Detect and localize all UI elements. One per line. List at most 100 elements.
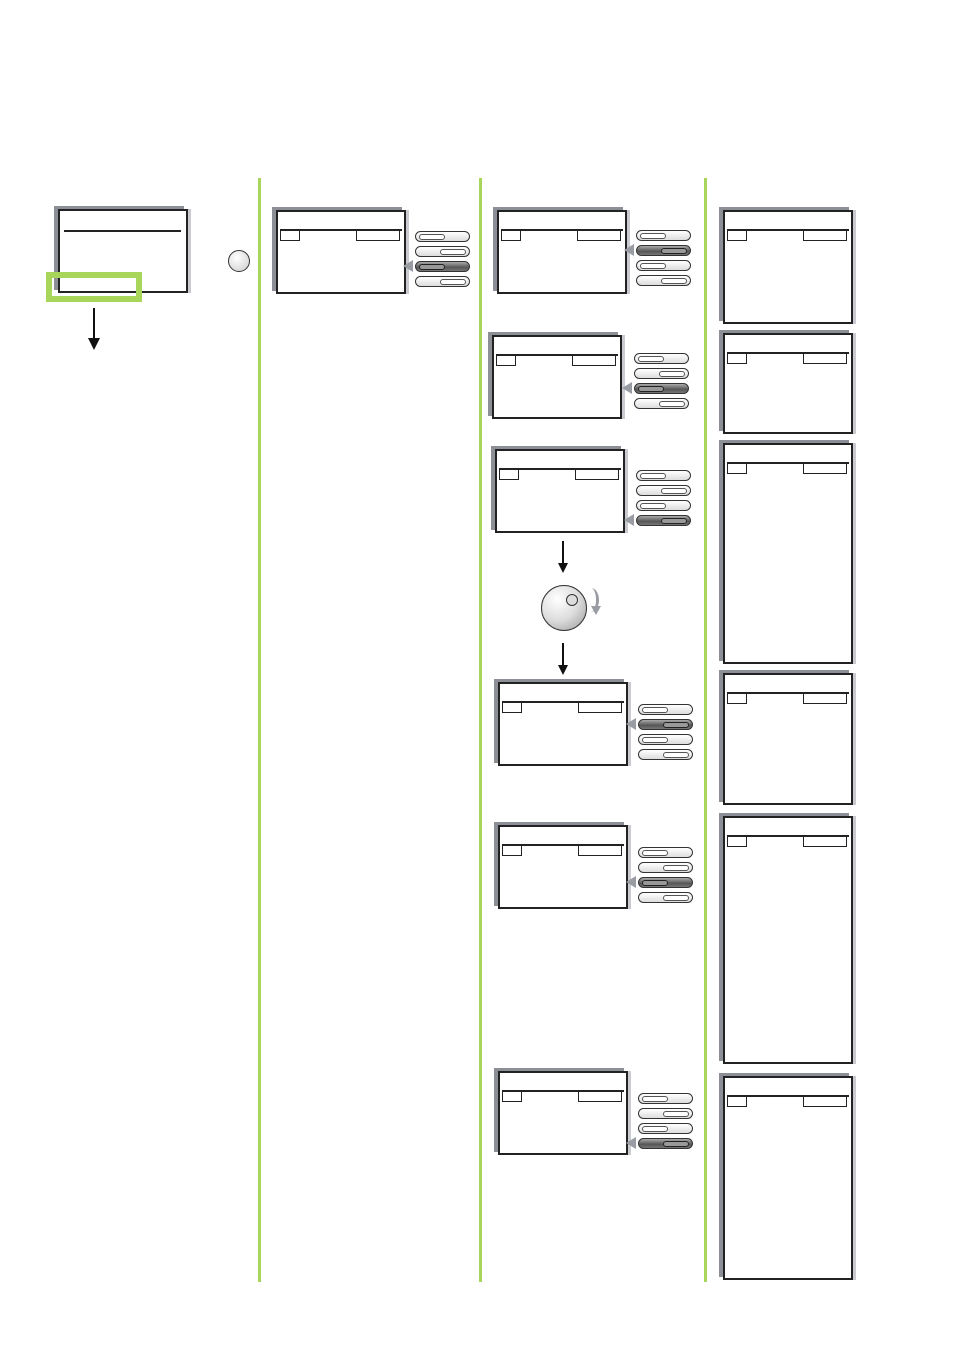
header-left-box: [502, 701, 522, 713]
rotate-arrow-icon: [583, 588, 599, 612]
soft-key-button[interactable]: [634, 368, 689, 379]
selection-pointer-icon: [624, 244, 634, 256]
menu-screen: [495, 449, 625, 533]
header-line: [502, 701, 624, 703]
button-highlight: [659, 401, 685, 407]
header-right-box: [803, 352, 847, 364]
button-highlight: [440, 249, 466, 255]
soft-key-button[interactable]: [638, 749, 693, 760]
menu-screen: [497, 210, 627, 294]
soft-key-button[interactable]: [636, 515, 691, 526]
header-left-box: [727, 692, 747, 704]
column-divider: [258, 178, 261, 1282]
header-right-box: [572, 354, 616, 366]
soft-key-button[interactable]: [636, 230, 691, 241]
header-line: [727, 692, 849, 694]
highlight-box: [46, 272, 142, 302]
header-line: [727, 352, 849, 354]
header-line: [727, 1095, 849, 1097]
result-screen: [723, 816, 853, 1064]
soft-key-button[interactable]: [638, 734, 693, 745]
header-line: [502, 844, 624, 846]
result-screen: [723, 210, 853, 324]
soft-key-button[interactable]: [636, 275, 691, 286]
menu-screen: [492, 335, 622, 419]
button-highlight: [663, 1111, 689, 1117]
selection-pointer-icon: [403, 260, 413, 272]
soft-key-button[interactable]: [415, 246, 470, 257]
button-highlight: [640, 503, 666, 509]
header-right-box: [803, 462, 847, 474]
soft-key-button[interactable]: [634, 398, 689, 409]
header-left-box: [502, 1090, 522, 1102]
knob-indicator: [566, 594, 578, 606]
header-right-box: [803, 229, 847, 241]
button-highlight: [640, 263, 666, 269]
header-right-box: [356, 229, 400, 241]
header-left-box: [727, 229, 747, 241]
header-right-box: [578, 844, 622, 856]
header-line: [727, 229, 849, 231]
overview-header-line: [64, 230, 181, 232]
button-highlight: [663, 895, 689, 901]
button-highlight: [661, 248, 687, 254]
soft-key-button[interactable]: [415, 276, 470, 287]
button-highlight: [638, 386, 664, 392]
soft-key-button[interactable]: [638, 877, 693, 888]
column-divider: [479, 178, 482, 1282]
soft-key-button[interactable]: [634, 353, 689, 364]
button-highlight: [640, 473, 666, 479]
menu-screen: [276, 210, 406, 294]
button-highlight: [642, 880, 668, 886]
button-highlight: [642, 1126, 668, 1132]
soft-key-button[interactable]: [636, 485, 691, 496]
down-arrow-icon: [558, 643, 568, 675]
soft-key-button[interactable]: [638, 847, 693, 858]
button-highlight: [663, 1141, 689, 1147]
result-screen: [723, 673, 853, 805]
header-left-box: [501, 229, 521, 241]
overview-screen: [58, 209, 188, 293]
soft-key-button[interactable]: [636, 260, 691, 271]
header-left-box: [496, 354, 516, 366]
soft-key-button[interactable]: [636, 470, 691, 481]
rotary-knob-icon[interactable]: [541, 585, 587, 631]
soft-key-button[interactable]: [638, 1108, 693, 1119]
header-left-box: [280, 229, 300, 241]
header-line: [501, 229, 623, 231]
button-highlight: [661, 278, 687, 284]
button-highlight: [661, 488, 687, 494]
result-screen: [723, 1076, 853, 1280]
button-highlight: [638, 356, 664, 362]
header-right-box: [803, 1095, 847, 1107]
button-highlight: [642, 850, 668, 856]
selection-pointer-icon: [624, 514, 634, 526]
selection-pointer-icon: [622, 382, 632, 394]
rotate-arrowhead-icon: [591, 606, 601, 615]
header-left-box: [727, 835, 747, 847]
soft-key-button[interactable]: [415, 231, 470, 242]
soft-key-button[interactable]: [634, 383, 689, 394]
button-highlight: [642, 737, 668, 743]
button-highlight: [419, 234, 445, 240]
soft-key-button[interactable]: [638, 719, 693, 730]
soft-key-button[interactable]: [638, 1093, 693, 1104]
button-highlight: [642, 1096, 668, 1102]
soft-key-button[interactable]: [638, 892, 693, 903]
button-highlight: [661, 518, 687, 524]
soft-key-button[interactable]: [415, 261, 470, 272]
header-left-box: [727, 462, 747, 474]
soft-key-button[interactable]: [636, 500, 691, 511]
column-divider: [704, 178, 707, 1282]
soft-key-button[interactable]: [638, 704, 693, 715]
button-highlight: [440, 279, 466, 285]
selection-pointer-icon: [626, 876, 636, 888]
header-line: [727, 462, 849, 464]
result-screen: [723, 333, 853, 434]
soft-key-button[interactable]: [638, 1123, 693, 1134]
button-highlight: [663, 722, 689, 728]
selection-pointer-icon: [626, 718, 636, 730]
soft-key-button[interactable]: [638, 862, 693, 873]
soft-key-button[interactable]: [636, 245, 691, 256]
soft-key-button[interactable]: [638, 1138, 693, 1149]
